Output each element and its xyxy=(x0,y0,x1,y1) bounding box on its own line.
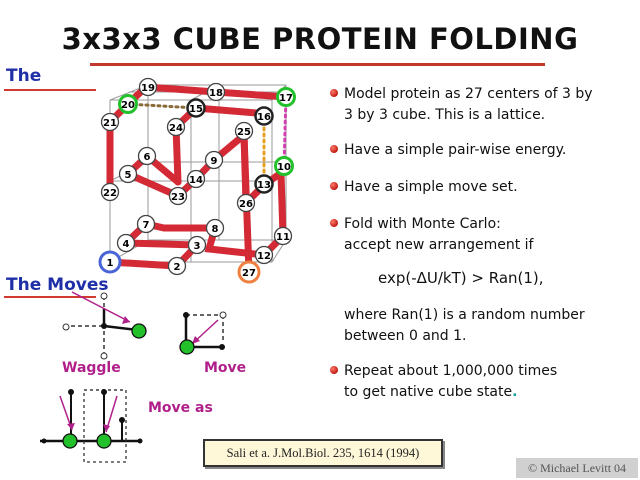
bullet-montecarlo-line-2: accept new arrangement if xyxy=(344,237,534,253)
acceptance-equation: exp(-ΔU/kT) > Ran(1), xyxy=(378,269,544,287)
svg-text:17: 17 xyxy=(279,93,293,104)
svg-text:25: 25 xyxy=(237,127,251,138)
svg-text:9: 9 xyxy=(211,156,218,167)
svg-text:15: 15 xyxy=(189,104,203,115)
bullet-energy-line: Have a simple pair-wise energy. xyxy=(344,142,567,158)
page-title: 3x3x3 CUBE PROTEIN FOLDING xyxy=(61,22,579,56)
where-line-2: between 0 and 1. xyxy=(344,328,467,344)
end-dot: . xyxy=(512,384,518,400)
citation-box: Sali et a. J.Mol.Biol. 235, 1614 (1994) xyxy=(203,439,443,467)
svg-text:20: 20 xyxy=(121,100,135,111)
section-moves-label: The Moves xyxy=(6,275,109,295)
svg-text:14: 14 xyxy=(189,175,203,186)
alternative-moves xyxy=(126,95,288,186)
node-25: 25 xyxy=(234,121,254,141)
bullet-dot-icon xyxy=(330,89,338,97)
bullet-model-line-2: 3 by 3 cube. This is a lattice. xyxy=(344,107,546,123)
bullet-montecarlo: Fold with Monte Carlo: accept new arrang… xyxy=(330,214,635,256)
svg-text:5: 5 xyxy=(125,170,132,181)
node-5: 5 xyxy=(118,164,138,184)
section-model-rule xyxy=(4,89,96,91)
node-10: 10 xyxy=(274,156,294,176)
svg-text:27: 27 xyxy=(242,268,256,279)
node-24: 24 xyxy=(166,117,186,137)
node-4: 4 xyxy=(116,233,136,253)
svg-text:16: 16 xyxy=(257,112,271,123)
svg-text:19: 19 xyxy=(141,83,155,94)
bullet-energy: Have a simple pair-wise energy. xyxy=(330,140,635,161)
waggle-move-figure xyxy=(62,291,147,360)
svg-text:13: 13 xyxy=(257,180,271,191)
node-19: 19 xyxy=(138,77,158,97)
svg-text:21: 21 xyxy=(103,118,117,129)
svg-text:4: 4 xyxy=(123,239,130,250)
bullet-dot-icon xyxy=(330,366,338,374)
svg-text:23: 23 xyxy=(171,192,185,203)
node-22: 22 xyxy=(100,182,120,202)
bullet-moveset: Have a simple move set. xyxy=(330,177,635,198)
svg-text:26: 26 xyxy=(239,199,253,210)
bullet-model-line-1: Model protein as 27 centers of 3 by xyxy=(344,86,593,102)
svg-text:2: 2 xyxy=(174,262,181,273)
crankshaft-move-figure xyxy=(40,389,143,463)
node-18: 18 xyxy=(206,82,226,102)
cube-nodes: 19 18 17 20 15 16 21 24 25 6 9 10 5 14 1… xyxy=(98,77,296,284)
node-1: 1 xyxy=(98,250,122,274)
node-20: 20 xyxy=(118,94,138,114)
section-moves-rule xyxy=(4,296,96,298)
move-as-label: Move as xyxy=(148,400,213,416)
svg-text:7: 7 xyxy=(143,220,150,231)
svg-text:1: 1 xyxy=(107,258,114,269)
bullet-list: Model protein as 27 centers of 3 by 3 by… xyxy=(330,84,635,403)
svg-text:6: 6 xyxy=(144,152,151,163)
svg-text:11: 11 xyxy=(276,232,290,243)
svg-text:12: 12 xyxy=(257,251,271,262)
bullet-dot-icon xyxy=(330,145,338,153)
bullet-dot-icon xyxy=(330,219,338,227)
waggle-label: Waggle xyxy=(62,360,121,376)
node-12: 12 xyxy=(254,245,274,265)
node-14: 14 xyxy=(186,169,206,189)
svg-text:24: 24 xyxy=(169,123,183,134)
bullet-repeat: Repeat about 1,000,000 times to get nati… xyxy=(330,361,635,403)
node-27: 27 xyxy=(237,260,261,284)
bullet-repeat-line-2-wrap: to get native cube state. xyxy=(344,382,635,403)
bullet-model: Model protein as 27 centers of 3 by 3 by… xyxy=(330,84,635,126)
corner-move-figure xyxy=(179,311,227,355)
node-17: 17 xyxy=(276,87,296,107)
svg-text:3: 3 xyxy=(194,241,201,252)
node-15: 15 xyxy=(186,98,206,118)
node-11: 11 xyxy=(273,226,293,246)
title-underline xyxy=(90,63,545,66)
bullet-moveset-line: Have a simple move set. xyxy=(344,179,518,195)
node-6: 6 xyxy=(137,146,157,166)
node-9: 9 xyxy=(204,150,224,170)
bullet-montecarlo-line-1: Fold with Monte Carlo: xyxy=(344,216,501,232)
node-13: 13 xyxy=(254,174,274,194)
bullet-dot-icon xyxy=(330,182,338,190)
section-model-label: The xyxy=(6,66,42,86)
node-23: 23 xyxy=(168,186,188,206)
bullet-repeat-line-1: Repeat about 1,000,000 times xyxy=(344,363,558,379)
node-16: 16 xyxy=(254,106,274,126)
move-label: Move xyxy=(204,360,247,376)
node-8: 8 xyxy=(205,218,225,238)
svg-text:18: 18 xyxy=(209,88,223,99)
where-line-1: where Ran(1) is a random number xyxy=(344,307,585,323)
svg-text:10: 10 xyxy=(277,162,291,173)
node-2: 2 xyxy=(167,256,187,276)
copyright-notice: © Michael Levitt 04 xyxy=(516,458,638,478)
node-7: 7 xyxy=(136,214,156,234)
bullet-repeat-line-2: to get native cube state xyxy=(344,384,513,400)
node-26: 26 xyxy=(236,193,256,213)
svg-text:8: 8 xyxy=(212,224,219,235)
node-21: 21 xyxy=(100,112,120,132)
node-3: 3 xyxy=(187,235,207,255)
svg-text:22: 22 xyxy=(103,188,117,199)
